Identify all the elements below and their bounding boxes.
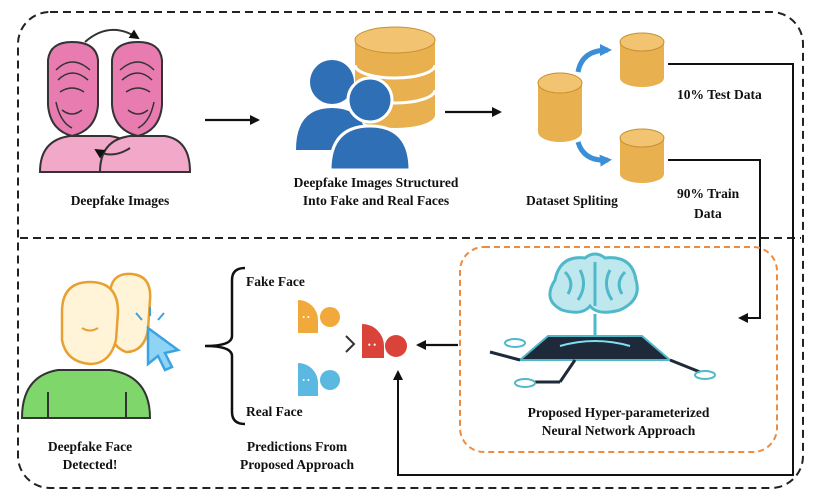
deepfake-detected-icon [20,272,181,419]
structured-label-line1: Deepfake Images Structured [293,175,459,190]
predictions-label-line2: Proposed Approach [240,457,354,472]
train-data-label-line2: Data [694,206,722,221]
dataset-cylinder-icon [537,72,583,142]
proposed-approach-box [459,246,778,453]
svg-text:• •: • • [302,376,310,385]
predictions-brace [204,266,246,426]
predictions-label-line1: Predictions From [246,439,348,454]
real-face-label: Real Face [246,404,303,419]
svg-text:• •: • • [302,313,310,322]
deepfake-images-icon [38,29,192,173]
brain-icon [548,252,639,314]
neural-device-icon [489,314,716,388]
fake-face-label: Fake Face [246,274,305,289]
real-face-node-icon: • • [298,363,340,396]
proposed-approach-label-line2: Neural Network Approach [541,423,696,438]
fake-face-node-icon: • • [298,300,340,333]
outer-frame [17,11,804,489]
split-arrow-down [575,141,612,167]
deepfake-images-label: Deepfake Images [70,193,170,208]
predictor-fork [345,335,356,353]
svg-text:• •: • • [368,340,377,350]
detected-label-line1: Deepfake Face [47,439,133,454]
test-data-connector [393,63,794,476]
split-arrow-up [575,44,612,73]
test-data-label: 10% Test Data [677,87,762,102]
test-data-cylinder-icon [619,32,665,87]
structured-label-line2: Into Fake and Real Faces [302,193,450,208]
proposed-approach-label-line1: Proposed Hyper-parameterized [527,405,710,420]
train-data-connector [668,159,761,323]
predictor-node-icon: • • [362,324,407,358]
dataset-splitting-label: Dataset Spliting [526,193,618,208]
detected-label-line2: Detected! [62,457,118,472]
train-data-label-line1: 90% Train [677,186,740,201]
users-icon [296,60,412,172]
train-data-cylinder-icon [619,128,665,183]
